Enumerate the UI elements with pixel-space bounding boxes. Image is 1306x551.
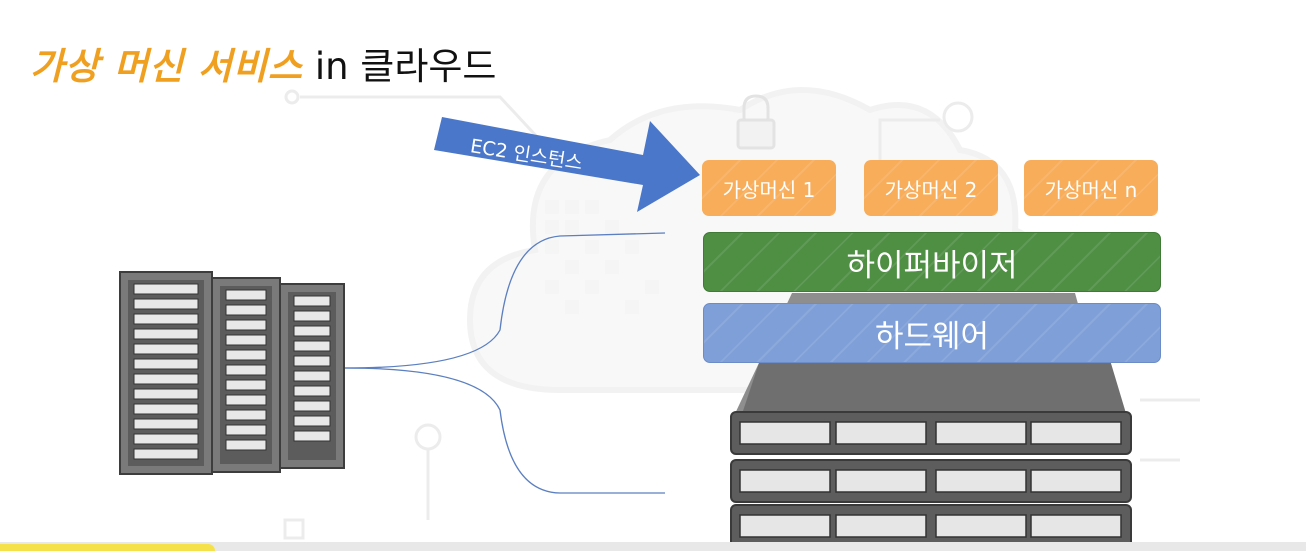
page-title: 가상 머신 서비스 in 클라우드 (30, 36, 496, 90)
hardware-label: 하드웨어 (874, 318, 990, 355)
hypervisor-label: 하이퍼바이저 (846, 247, 1018, 284)
hypervisor-layer: 하이퍼바이저 (703, 232, 1161, 292)
vm-box-2: 가상머신 2 (864, 160, 998, 216)
vm-label: 가상머신 2 (884, 177, 978, 202)
vm-label: 가상머신 n (1044, 177, 1138, 202)
slide-progress-accent (0, 544, 215, 551)
vm-box-1: 가상머신 1 (702, 160, 836, 216)
vm-box-n: 가상머신 n (1024, 160, 1158, 216)
vm-label: 가상머신 1 (722, 177, 816, 202)
slide-bottom-bar (0, 542, 1306, 551)
title-accent: 가상 머신 서비스 (30, 45, 304, 88)
lock-icon (736, 94, 776, 150)
title-rest: in 클라우드 (314, 45, 497, 88)
server-rack-icon (119, 271, 345, 475)
circuit-lines (283, 89, 1200, 540)
hardware-layer: 하드웨어 (703, 303, 1161, 363)
connection-brace (344, 232, 666, 494)
ec2-arrow (434, 117, 700, 212)
